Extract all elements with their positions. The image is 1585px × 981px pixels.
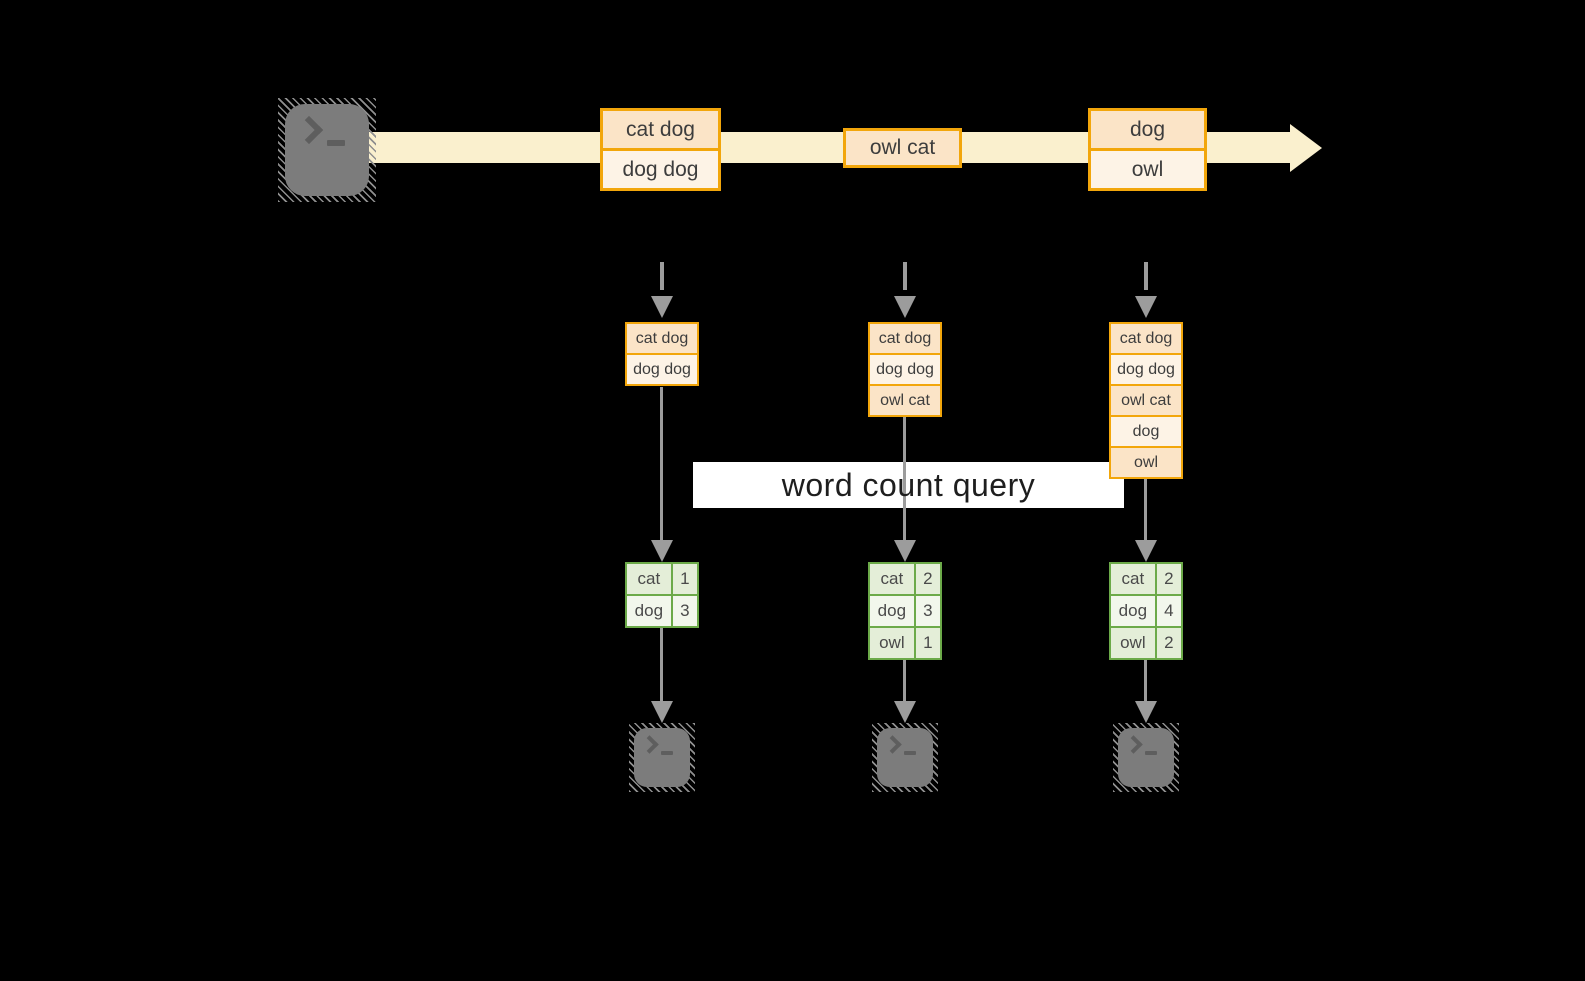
arrowhead-icon: [651, 540, 673, 562]
connector-line: [903, 660, 906, 701]
stream-event-box-1: cat dog dog dog: [600, 108, 721, 191]
state-line: cat dog: [1111, 324, 1181, 353]
stream-event-line: cat dog: [603, 111, 718, 148]
word-cell: owl: [870, 628, 914, 658]
count-cell: 2: [1156, 564, 1181, 594]
word-cell: cat: [1111, 564, 1155, 594]
table-row: dog 3: [627, 596, 697, 626]
stream-arrowhead-icon: [1290, 124, 1322, 172]
terminal-prompt-underscore-icon: [1145, 751, 1157, 755]
state-line: owl cat: [870, 386, 940, 415]
arrowhead-icon: [894, 540, 916, 562]
state-line: owl: [1111, 448, 1181, 477]
stream-event-box-2: owl cat: [843, 128, 962, 168]
wordcount-table-3: cat 2 dog 4 owl 2: [1109, 562, 1183, 660]
sink-terminal-icon: [1113, 723, 1179, 792]
word-cell: dog: [627, 596, 671, 626]
dashed-arrow-line: [903, 262, 907, 290]
table-row: cat 2: [870, 564, 940, 594]
state-stack-1: cat dog dog dog: [625, 322, 699, 386]
stream-event-line: dog: [1091, 111, 1204, 148]
table-row: owl 2: [1111, 628, 1181, 658]
state-line: dog dog: [1111, 355, 1181, 384]
dashed-arrow-line: [1144, 262, 1148, 290]
sink-terminal-icon: [629, 723, 695, 792]
word-cell: cat: [870, 564, 914, 594]
table-row: dog 3: [870, 596, 940, 626]
table-row: cat 1: [627, 564, 697, 594]
terminal-prompt-chevron-icon: [294, 115, 324, 145]
stream-event-box-3: dog owl: [1088, 108, 1207, 191]
stream-event-line: owl cat: [846, 131, 959, 165]
terminal-prompt-chevron-icon: [1124, 735, 1143, 754]
terminal-body: [285, 104, 369, 196]
table-row: dog 4: [1111, 596, 1181, 626]
terminal-body: [1118, 728, 1174, 787]
count-cell: 1: [915, 628, 940, 658]
terminal-prompt-chevron-icon: [640, 735, 659, 754]
count-cell: 3: [915, 596, 940, 626]
connector-line: [660, 628, 663, 701]
arrowhead-icon: [1135, 540, 1157, 562]
state-line: dog dog: [627, 355, 697, 384]
count-cell: 3: [672, 596, 697, 626]
query-label: word count query: [781, 466, 1036, 503]
dashed-arrowhead-icon: [651, 296, 673, 318]
count-cell: 2: [915, 564, 940, 594]
connector-line: [1144, 477, 1147, 540]
terminal-prompt-chevron-icon: [883, 735, 902, 754]
count-cell: 1: [672, 564, 697, 594]
arrowhead-icon: [894, 701, 916, 723]
arrowhead-icon: [1135, 701, 1157, 723]
arrowhead-icon: [651, 701, 673, 723]
dashed-arrow-line: [660, 262, 664, 290]
sink-terminal-icon: [872, 723, 938, 792]
state-line: owl cat: [1111, 386, 1181, 415]
table-row: cat 2: [1111, 564, 1181, 594]
state-line: dog dog: [870, 355, 940, 384]
connector-line: [660, 387, 663, 540]
table-row: owl 1: [870, 628, 940, 658]
terminal-prompt-underscore-icon: [904, 751, 916, 755]
state-line: cat dog: [870, 324, 940, 353]
state-line: cat dog: [627, 324, 697, 353]
connector-line: [903, 417, 906, 540]
word-cell: owl: [1111, 628, 1155, 658]
count-cell: 4: [1156, 596, 1181, 626]
connector-line: [1144, 660, 1147, 701]
query-banner: [693, 462, 1124, 508]
stream-event-line: dog dog: [603, 151, 718, 188]
terminal-body: [877, 728, 933, 787]
terminal-body: [634, 728, 690, 787]
dashed-arrowhead-icon: [894, 296, 916, 318]
terminal-prompt-underscore-icon: [327, 140, 345, 146]
state-line: dog: [1111, 417, 1181, 446]
count-cell: 2: [1156, 628, 1181, 658]
state-stack-2: cat dog dog dog owl cat: [868, 322, 942, 417]
state-stack-3: cat dog dog dog owl cat dog owl: [1109, 322, 1183, 479]
word-cell: dog: [870, 596, 914, 626]
word-cell: cat: [627, 564, 671, 594]
source-terminal-icon: [278, 98, 376, 202]
wordcount-table-2: cat 2 dog 3 owl 1: [868, 562, 942, 660]
terminal-prompt-underscore-icon: [661, 751, 673, 755]
wordcount-table-1: cat 1 dog 3: [625, 562, 699, 628]
dashed-arrowhead-icon: [1135, 296, 1157, 318]
word-cell: dog: [1111, 596, 1155, 626]
stream-event-line: owl: [1091, 151, 1204, 188]
